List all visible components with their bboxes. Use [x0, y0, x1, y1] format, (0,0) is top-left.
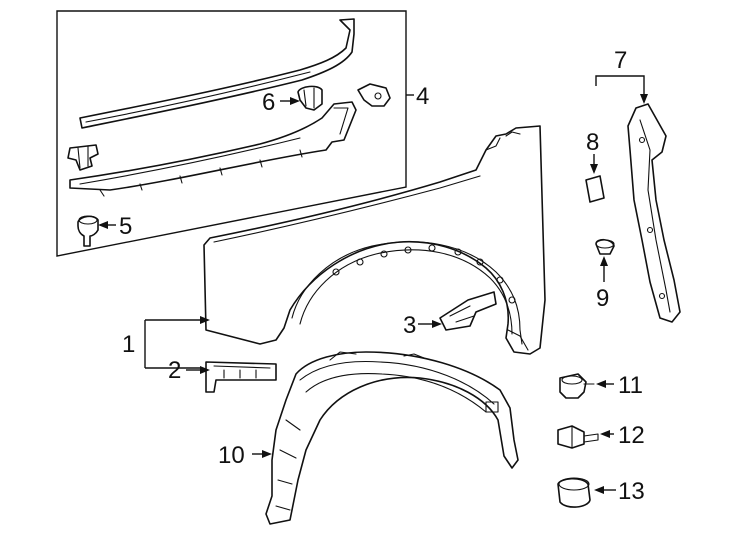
nut-13	[557, 477, 591, 508]
retainer-clip	[357, 83, 391, 107]
callout-6: 6	[262, 89, 275, 116]
callout-1: 1	[122, 331, 135, 358]
callout-labels: 1 2 3 4 5 6 7 8 9 10 11 12 13	[119, 47, 645, 505]
callout-4: 4	[416, 83, 429, 110]
fender-molding	[79, 18, 355, 129]
bracket-2	[205, 361, 277, 393]
molding-clip	[67, 144, 99, 171]
callout-2: 2	[168, 357, 181, 384]
bolt-12	[557, 425, 599, 449]
bracket-3	[439, 291, 497, 331]
callout-7: 7	[614, 47, 627, 74]
seal-7	[627, 103, 681, 323]
garnish-strip	[69, 101, 357, 197]
fender-liner	[265, 351, 519, 525]
callout-11: 11	[618, 372, 643, 399]
callout-5: 5	[119, 213, 132, 240]
callout-9: 9	[596, 285, 609, 312]
callout-13: 13	[618, 478, 645, 505]
push-pin-5	[77, 215, 99, 247]
callout-3: 3	[403, 312, 416, 339]
leader-lines	[98, 75, 648, 494]
front-fender	[203, 125, 546, 355]
grommet-9	[595, 238, 615, 255]
pad-8	[585, 175, 605, 203]
callout-8: 8	[586, 129, 599, 156]
clip-6	[297, 85, 323, 111]
inset-frame	[56, 10, 407, 257]
clip-11	[559, 373, 595, 399]
callout-10: 10	[218, 442, 245, 469]
callout-12: 12	[618, 422, 645, 449]
